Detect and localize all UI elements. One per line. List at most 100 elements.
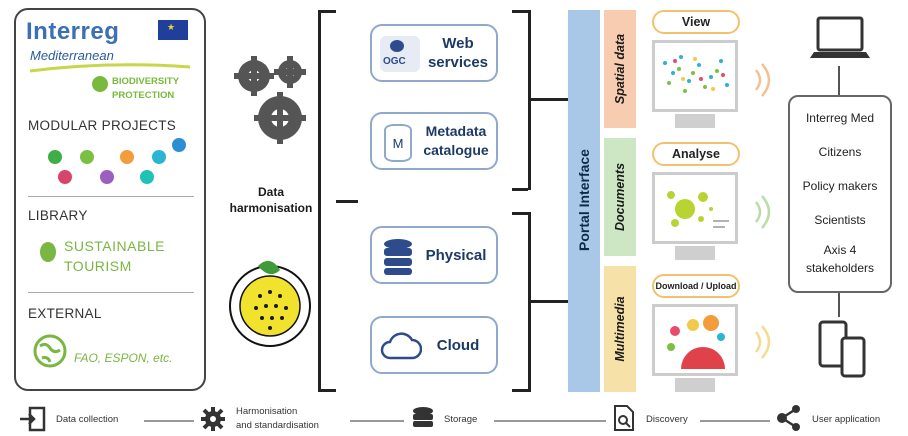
tourism-line2: TOURISM <box>64 258 132 274</box>
project-icon <box>58 170 72 184</box>
bracket-line <box>512 188 528 191</box>
harmonisation-label-line2: harmonisation <box>229 201 313 215</box>
tab-spatial-data[interactable]: Spatial data <box>604 10 636 128</box>
cloud-icon <box>380 332 422 360</box>
tab-label: Spatial data <box>613 33 627 105</box>
monitor-stand <box>675 378 715 392</box>
physical-storage-box[interactable]: Physical <box>370 226 498 284</box>
flow-line <box>494 420 606 422</box>
laptop-icon <box>810 16 870 58</box>
data-sources-panel: Interreg ★ Mediterranean BIODIVERSITY PR… <box>14 8 206 391</box>
globe-icon <box>33 334 67 368</box>
portal-interface-label: Portal Interface <box>576 149 592 251</box>
flow-line <box>144 420 194 422</box>
user-group: Interreg Med <box>805 111 875 125</box>
mobile-devices-icon <box>818 320 866 378</box>
bracket-line <box>336 200 358 203</box>
connector-line <box>530 300 568 303</box>
bracket-line <box>318 389 336 392</box>
bracket-line <box>528 212 531 392</box>
tourism-line1: SUSTAINABLE <box>64 238 165 254</box>
bracket-line <box>512 389 528 392</box>
bubble-chart-icon <box>667 191 729 228</box>
metadata-catalogue-box[interactable]: M Metadata catalogue <box>370 112 498 170</box>
user-group: Scientists <box>814 213 866 227</box>
user-groups-box: Interreg Med Citizens Policy makers Scie… <box>788 95 892 293</box>
bracket-line <box>528 10 531 190</box>
share-icon <box>777 405 800 431</box>
eu-flag-icon: ★ <box>158 20 188 40</box>
project-name-line1: BIODIVERSITY <box>112 76 180 87</box>
media-gears-icon <box>667 315 725 369</box>
project-icon <box>120 150 134 164</box>
flow-step-label: Storage <box>444 414 478 425</box>
bracket-line <box>512 212 528 215</box>
bracket-line <box>318 10 336 13</box>
user-group: Policy makers <box>802 179 878 193</box>
tab-label: Multimedia <box>613 296 627 362</box>
web-services-label-line1: Web <box>442 35 474 52</box>
portal-interface-bar[interactable] <box>568 10 600 392</box>
scatter-map-icon <box>663 55 729 93</box>
analyse-button[interactable]: Analyse <box>652 142 740 166</box>
flow-step-label: User application <box>812 414 881 425</box>
tab-multimedia[interactable]: Multimedia <box>604 266 636 392</box>
metadata-label-line1: Metadata <box>425 123 487 139</box>
mediterranean-logo-text: Mediterranean <box>30 48 114 63</box>
monitor-stand <box>675 114 715 128</box>
database-icon <box>384 239 412 275</box>
external-heading: EXTERNAL <box>28 306 102 321</box>
monitor-stand <box>675 246 715 260</box>
connector-line <box>838 293 840 317</box>
user-group: Axis 4 <box>823 243 857 257</box>
user-group: Citizens <box>818 145 862 159</box>
flow-step-label: Data collection <box>56 414 119 425</box>
catalogue-icon: M <box>384 124 412 162</box>
data-collection-icon <box>20 406 46 432</box>
connector-line <box>530 98 568 101</box>
harmonisation-gear-icon <box>201 407 225 431</box>
project-icon <box>100 170 114 184</box>
project-icon <box>48 150 62 164</box>
bracket-line <box>318 10 321 392</box>
view-button[interactable]: View <box>652 10 740 34</box>
ogc-logo-icon: OGC <box>380 36 420 72</box>
swoosh-icon <box>30 63 190 73</box>
library-heading: LIBRARY <box>28 208 88 223</box>
modular-projects-heading: MODULAR PROJECTS <box>28 118 177 133</box>
connector-line <box>838 66 840 96</box>
web-services-label-line2: services <box>427 54 489 71</box>
cloud-storage-box[interactable]: Cloud <box>370 316 498 374</box>
bracket-line <box>512 10 528 13</box>
project-icon <box>80 150 94 164</box>
flow-step-label: and standardisation <box>236 420 319 431</box>
cloud-label: Cloud <box>436 337 480 354</box>
flow-step-label: Discovery <box>646 414 688 425</box>
download-upload-button[interactable]: Download / Upload <box>652 274 740 298</box>
interreg-logo-text: Interreg <box>26 18 120 45</box>
divider <box>28 292 194 293</box>
signal-icon <box>754 195 771 229</box>
media-monitor <box>652 304 738 376</box>
flow-line <box>350 420 404 422</box>
user-group: stakeholders <box>805 261 875 275</box>
signal-icon <box>754 325 771 359</box>
metadata-label-line2: catalogue <box>423 142 489 158</box>
divider <box>28 196 194 197</box>
harmonisation-label-line1: Data <box>257 185 284 199</box>
map-monitor <box>652 40 738 112</box>
tourism-leaf-icon <box>40 242 56 262</box>
tab-label: Documents <box>613 162 627 232</box>
physical-label: Physical <box>425 247 487 264</box>
tab-documents[interactable]: Documents <box>604 138 636 256</box>
project-icon <box>140 170 154 184</box>
web-services-box[interactable]: OGC Web services <box>370 24 498 82</box>
gears-icon <box>234 56 306 144</box>
project-icon <box>152 150 166 164</box>
storage-database-icon <box>413 407 433 427</box>
project-name-line2: PROTECTION <box>112 90 175 101</box>
flow-line <box>700 420 770 422</box>
biodiversity-logo-icon <box>92 76 108 92</box>
project-icon <box>172 138 186 152</box>
signal-icon <box>754 63 771 97</box>
